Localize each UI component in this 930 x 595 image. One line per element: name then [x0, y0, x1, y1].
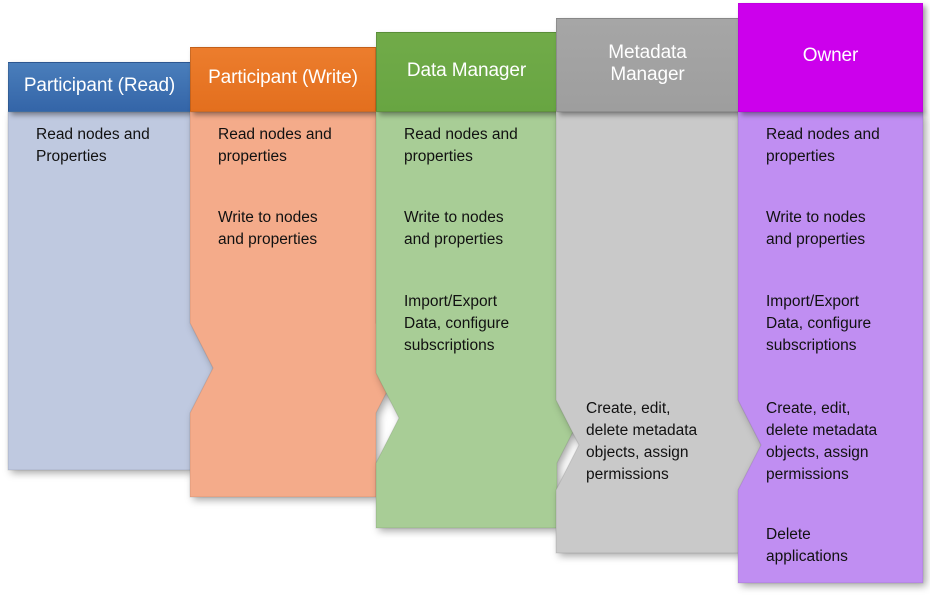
role-column-metadata-manager: Create, edit, delete metadata objects, a… [555, 0, 763, 595]
role-header-owner[interactable]: Owner [738, 3, 923, 112]
role-header-participant-write[interactable]: Participant (Write) [190, 47, 376, 112]
role-header-label: Data Manager [406, 59, 527, 81]
role-header-label: Owner [802, 45, 859, 67]
role-column-body-metadata-manager [555, 111, 763, 554]
role-column-body-participant-read [7, 111, 215, 471]
role-header-label: Participant (Write) [208, 67, 358, 89]
role-header-metadata-manager[interactable]: Metadata Manager [556, 18, 739, 112]
role-column-body-owner [737, 111, 924, 584]
role-header-participant-read[interactable]: Participant (Read) [8, 62, 191, 112]
role-column-body-data-manager [375, 111, 581, 529]
role-header-label: Participant (Read) [23, 74, 176, 96]
role-header-data-manager[interactable]: Data Manager [376, 32, 557, 112]
role-column-body-participant-write [189, 111, 400, 498]
role-header-label: Metadata Manager [608, 41, 687, 85]
